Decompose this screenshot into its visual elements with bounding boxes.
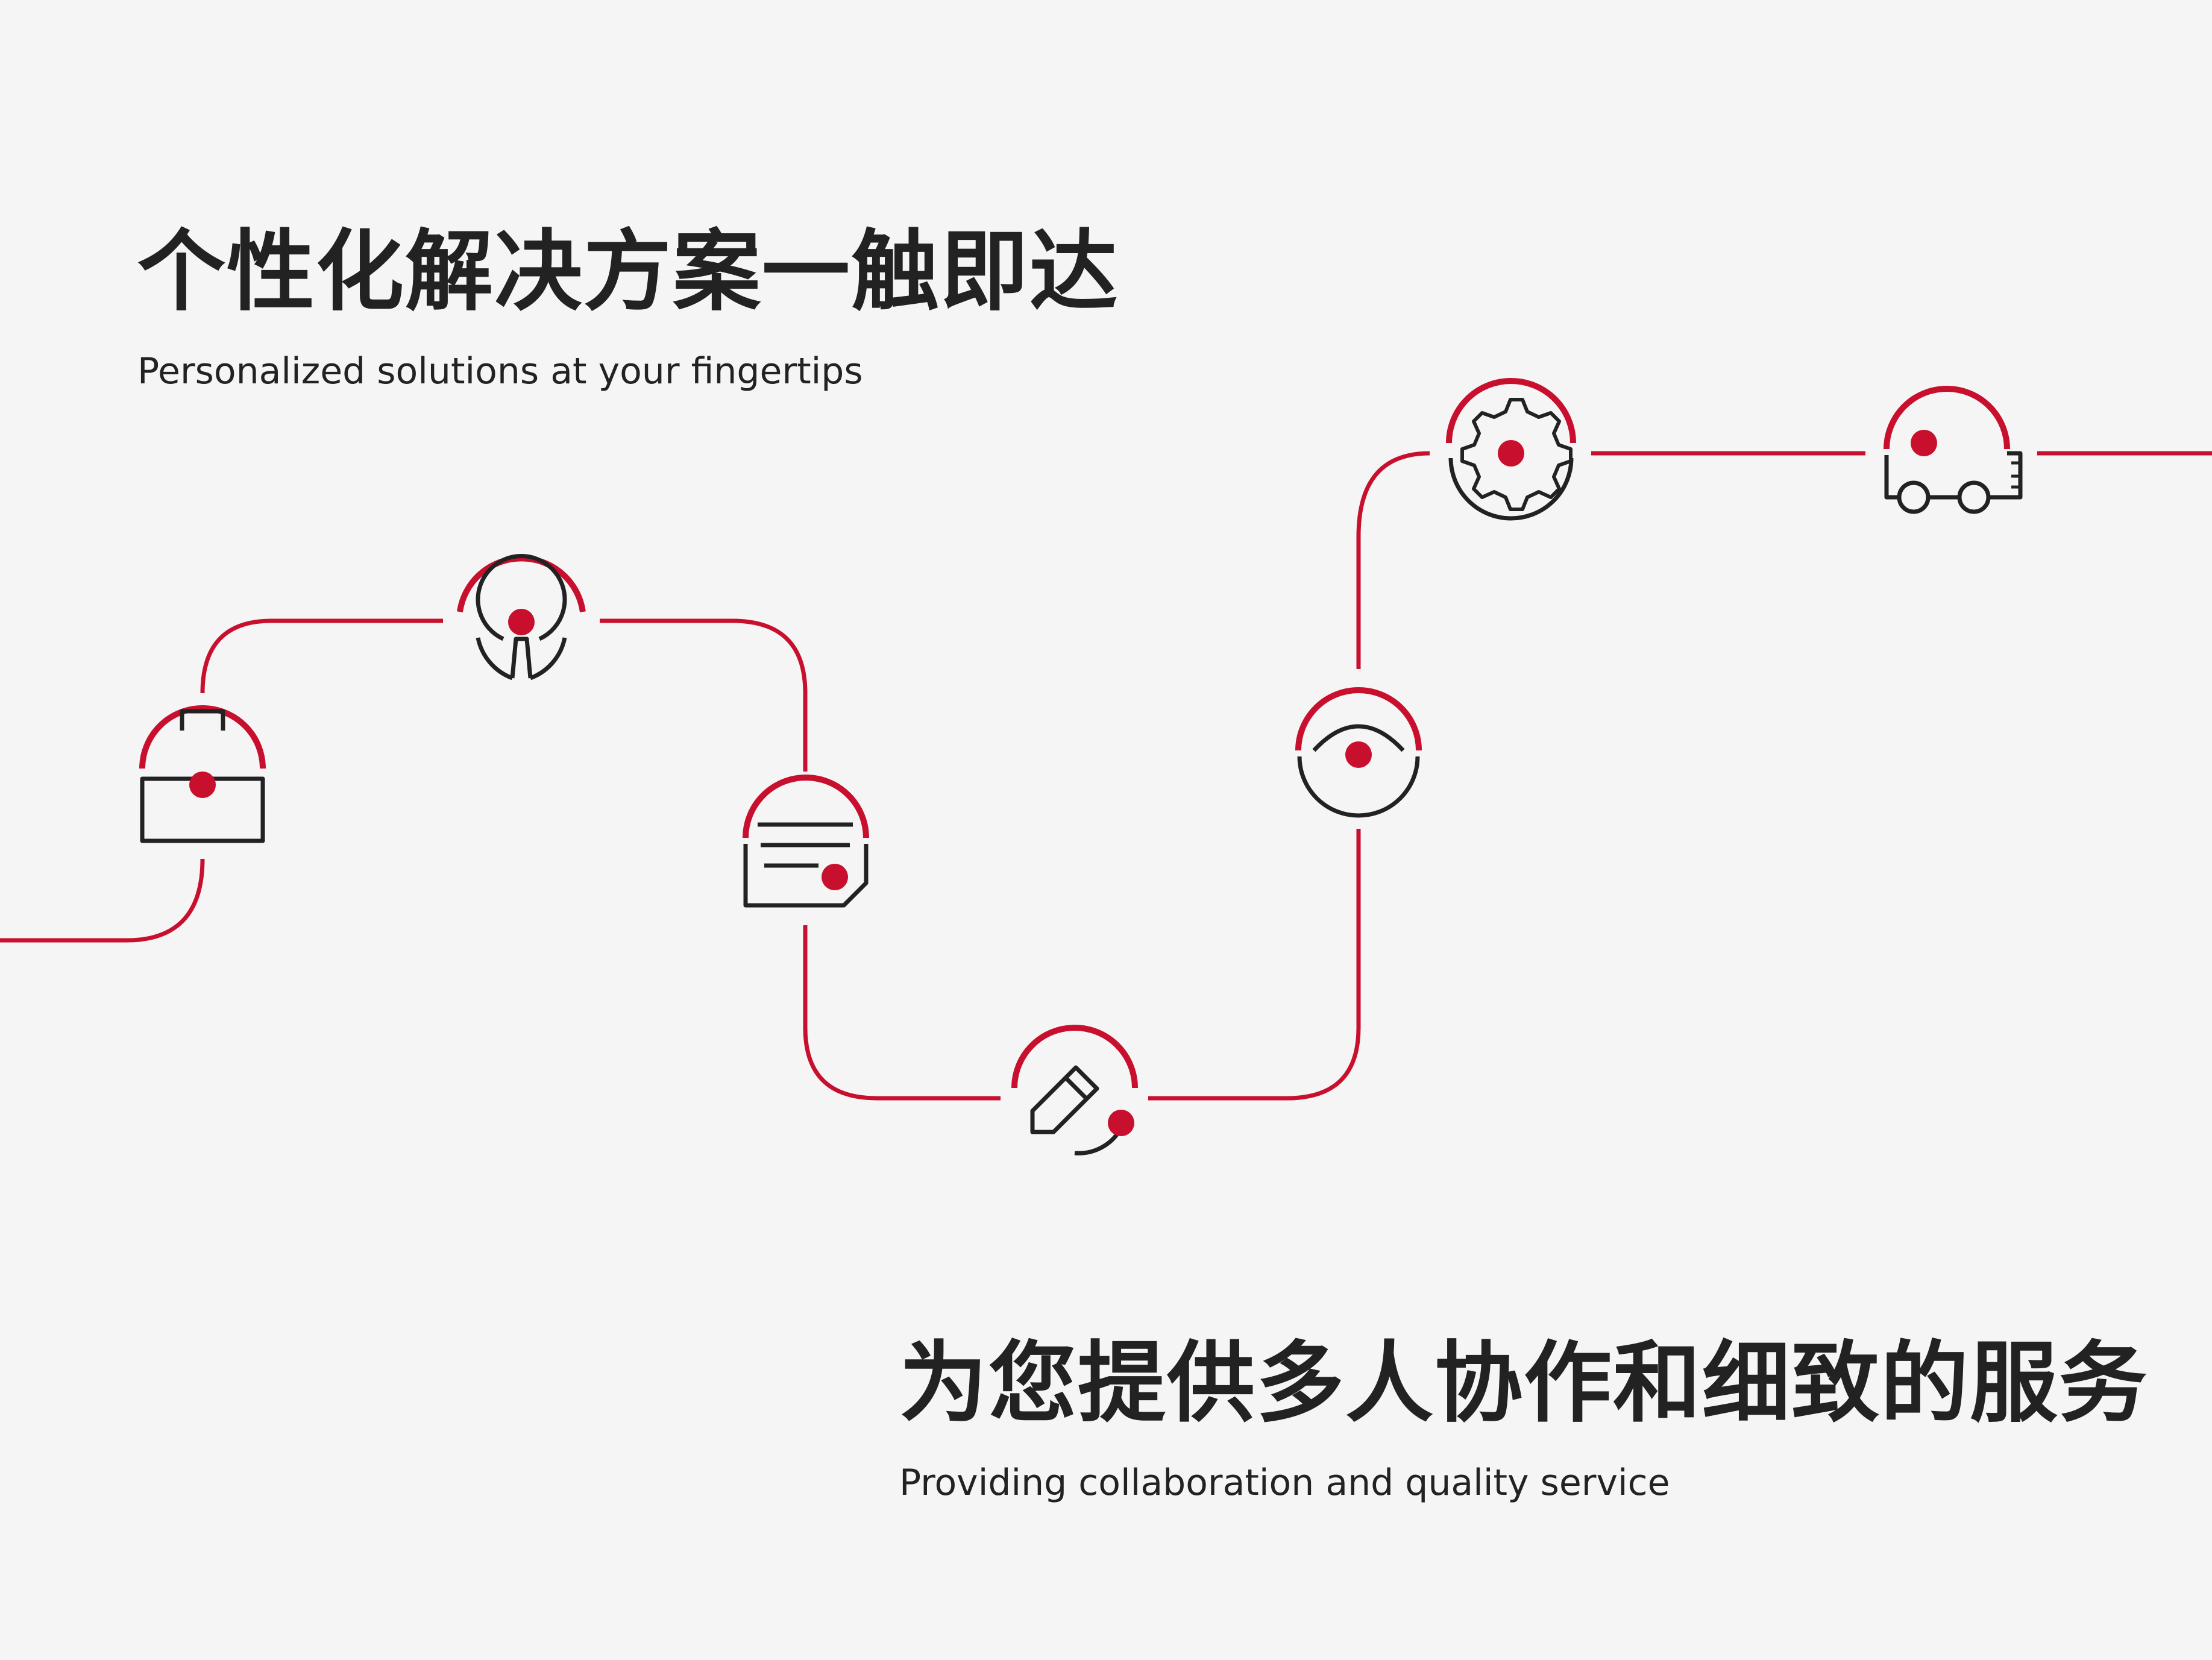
- connector-segment: [600, 618, 808, 772]
- eye-icon: [1295, 687, 1422, 818]
- heading-bottom-en: Providing collaboration and quality serv…: [899, 1462, 1670, 1504]
- connector-segment: [1356, 451, 1430, 669]
- radar-icon: [457, 554, 586, 681]
- pencil-icon: [1011, 1025, 1138, 1155]
- delivery-truck-icon: [1884, 386, 2023, 514]
- connector-path: [0, 451, 2212, 1101]
- gear-icon: [1446, 378, 1576, 521]
- heading-top-en: Personalized solutions at your fingertip…: [137, 350, 863, 392]
- heading-top-zh: 个性化解决方案一触即达: [137, 221, 1119, 323]
- heading-bottom: 为您提供多人协作和细致的服务 Providing collaboration a…: [899, 1339, 2148, 1501]
- heading-top: 个性化解决方案一触即达 Personalized solutions at yo…: [137, 228, 1119, 389]
- connector-segment: [803, 925, 1001, 1101]
- document-icon: [743, 775, 869, 908]
- briefcase-icon: [139, 705, 266, 843]
- connector-segment: [0, 858, 205, 943]
- connector-segment: [1148, 829, 1361, 1101]
- heading-bottom-zh: 为您提供多人协作和细致的服务: [899, 1332, 2148, 1435]
- connector-segment: [200, 618, 443, 694]
